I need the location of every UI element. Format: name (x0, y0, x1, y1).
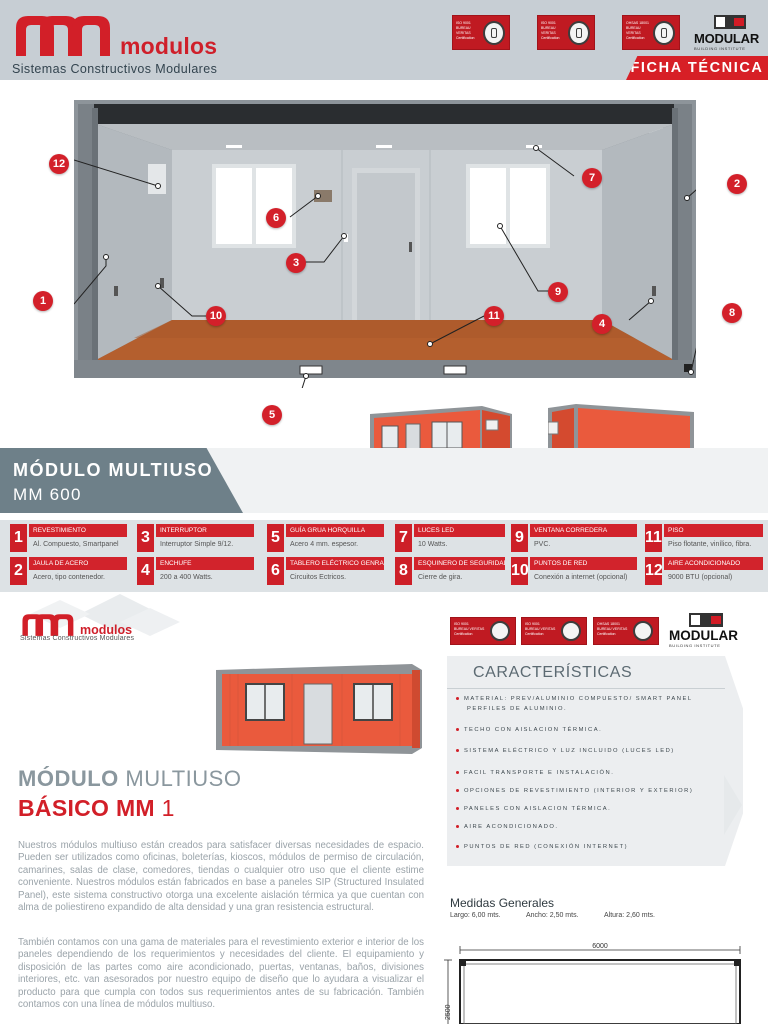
characteristic-item: SISTEMA ELÉCTRICO Y LUZ INCLUIDO (LUCES … (456, 747, 675, 756)
callout-5: 5 (262, 405, 282, 425)
brand-name: modulos (80, 623, 133, 637)
bullet-icon (456, 770, 459, 774)
bureau-veritas-seal-icon (568, 21, 590, 45)
callout-7: 7 (582, 168, 602, 188)
bureau-veritas-seal-icon (561, 621, 581, 641)
product-heading-line2: BÁSICO MM 1 (18, 795, 175, 821)
bureau-veritas-seal-icon (653, 21, 675, 45)
callout-10: 10 (206, 306, 226, 326)
modulos-logo-icon (16, 16, 110, 56)
part-item: 1 REVESTIMIENTO Al. Compuesto, Smartpane… (10, 524, 127, 552)
characteristic-item: PANELES CON AISLACION TÉRMICA. (456, 805, 611, 814)
model-code: MM 600 (13, 485, 82, 504)
modulos-logo-icon (22, 614, 74, 636)
building-institute-icon (714, 15, 746, 29)
measure-largo: Largo: 6,00 mts. (450, 912, 501, 919)
part-item: 3 INTERRUPTOR Interruptor Simple 9/12. (137, 524, 254, 552)
bullet-icon (456, 824, 459, 828)
callout-4: 4 (592, 314, 612, 334)
model-banner: MÓDULO MULTIUSO MM 600 (0, 448, 768, 513)
characteristic-item: MATERIAL: PREV/ALUMINIO COMPUESTO/ SMART… (456, 695, 693, 704)
characteristic-item: FACIL TRANSPORTE E INSTALACIÓN. (456, 769, 614, 778)
bureau-veritas-seal-icon (633, 621, 653, 641)
measure-altura: Altura: 2,60 mts. (604, 912, 655, 919)
characteristic-item: TECHO CON AISLACION TÉRMICA. (456, 726, 602, 735)
callout-6: 6 (266, 208, 286, 228)
part-item: 5 GUÍA GRUA HORQUILLA Acero 4 mm. espeso… (267, 524, 384, 552)
ficha-tecnica-label: FICHA TÉCNICA (626, 56, 768, 80)
part-item: 6 TABLERO ELÉCTRICO GENRAL Circuitos Ect… (267, 557, 384, 585)
callout-1: 1 (33, 291, 53, 311)
container-product-image (216, 664, 422, 754)
part-item: 12 AIRE ACONDICIONADO 9000 BTU (opcional… (645, 557, 763, 585)
characteristic-item: PERFILES DE ALUMINIO. (467, 706, 568, 712)
container-interior-illustration (74, 98, 696, 388)
description-paragraph: Nuestros módulos multiuso están creados … (18, 840, 424, 914)
part-item: 9 VENTANA CORREDERA PVC. (511, 524, 637, 552)
characteristic-item: OPCIONES DE REVESTIMIENTO (INTERIOR Y EX… (456, 787, 693, 796)
dimension-width-label: 6000 (592, 943, 608, 950)
part-item: 8 ESQUINERO DE SEGURIDAD Cierre de gira. (395, 557, 505, 585)
bullet-icon (456, 696, 459, 700)
characteristics-title: CARACTERÍSTICAS (473, 664, 633, 681)
modular-building-institute-logo: MODULAR BUILDING INSTITUTE (694, 15, 759, 51)
callout-8: 8 (722, 303, 742, 323)
decorative-shapes (30, 594, 180, 636)
bullet-icon (456, 844, 459, 848)
model-title: MÓDULO MULTIUSO (13, 460, 214, 480)
characteristic-item: PUNTOS DE RED (CONEXIÓN INTERNET) (456, 843, 628, 852)
callout-2: 2 (727, 174, 747, 194)
part-item: 2 JAULA DE ACERO Acero, tipo contenedor. (10, 557, 127, 585)
callout-11: 11 (484, 306, 504, 326)
modular-building-institute-logo: MODULAR BUILDING INSTITUTE (669, 613, 738, 648)
description-paragraph: También contamos con una gama de materia… (18, 937, 424, 1011)
floor-plan-drawing: 6000 2500 (444, 943, 741, 1024)
part-item: 4 ENCHUFE 200 a 400 Watts. (137, 557, 254, 585)
parts-legend: 1 REVESTIMIENTO Al. Compuesto, Smartpane… (0, 520, 768, 592)
measures-title: Medidas Generales (450, 896, 555, 910)
characteristic-item: AIRE ACONDICIONADO. (456, 823, 559, 832)
bureau-veritas-seal-icon (490, 621, 510, 641)
brand-tagline: Sistemas Constructivos Modulares (12, 62, 218, 76)
part-item: 11 PISO Piso flotante, vinílico, fibra. (645, 524, 763, 552)
bullet-icon (456, 748, 459, 752)
bullet-icon (456, 727, 459, 731)
bullet-icon (456, 788, 459, 792)
part-item: 10 PUNTOS DE RED Conexión a internet (op… (511, 557, 637, 585)
callout-12: 12 (49, 154, 69, 174)
dimension-height-label: 2500 (445, 1004, 452, 1020)
callout-9: 9 (548, 282, 568, 302)
product-heading-line1: MÓDULO MULTIUSO (18, 766, 242, 791)
characteristics-panel (447, 656, 725, 866)
brand-name: modulos (120, 33, 218, 59)
brand-tagline: Sistemas Constructivos Modulares (20, 635, 135, 642)
measure-ancho: Ancho: 2,50 mts. (526, 912, 579, 919)
building-institute-icon (689, 613, 723, 627)
bullet-icon (456, 806, 459, 810)
divider (447, 688, 725, 689)
callout-3: 3 (286, 253, 306, 273)
part-item: 7 LUCES LED 10 Watts. (395, 524, 505, 552)
bureau-veritas-seal-icon (483, 21, 505, 45)
